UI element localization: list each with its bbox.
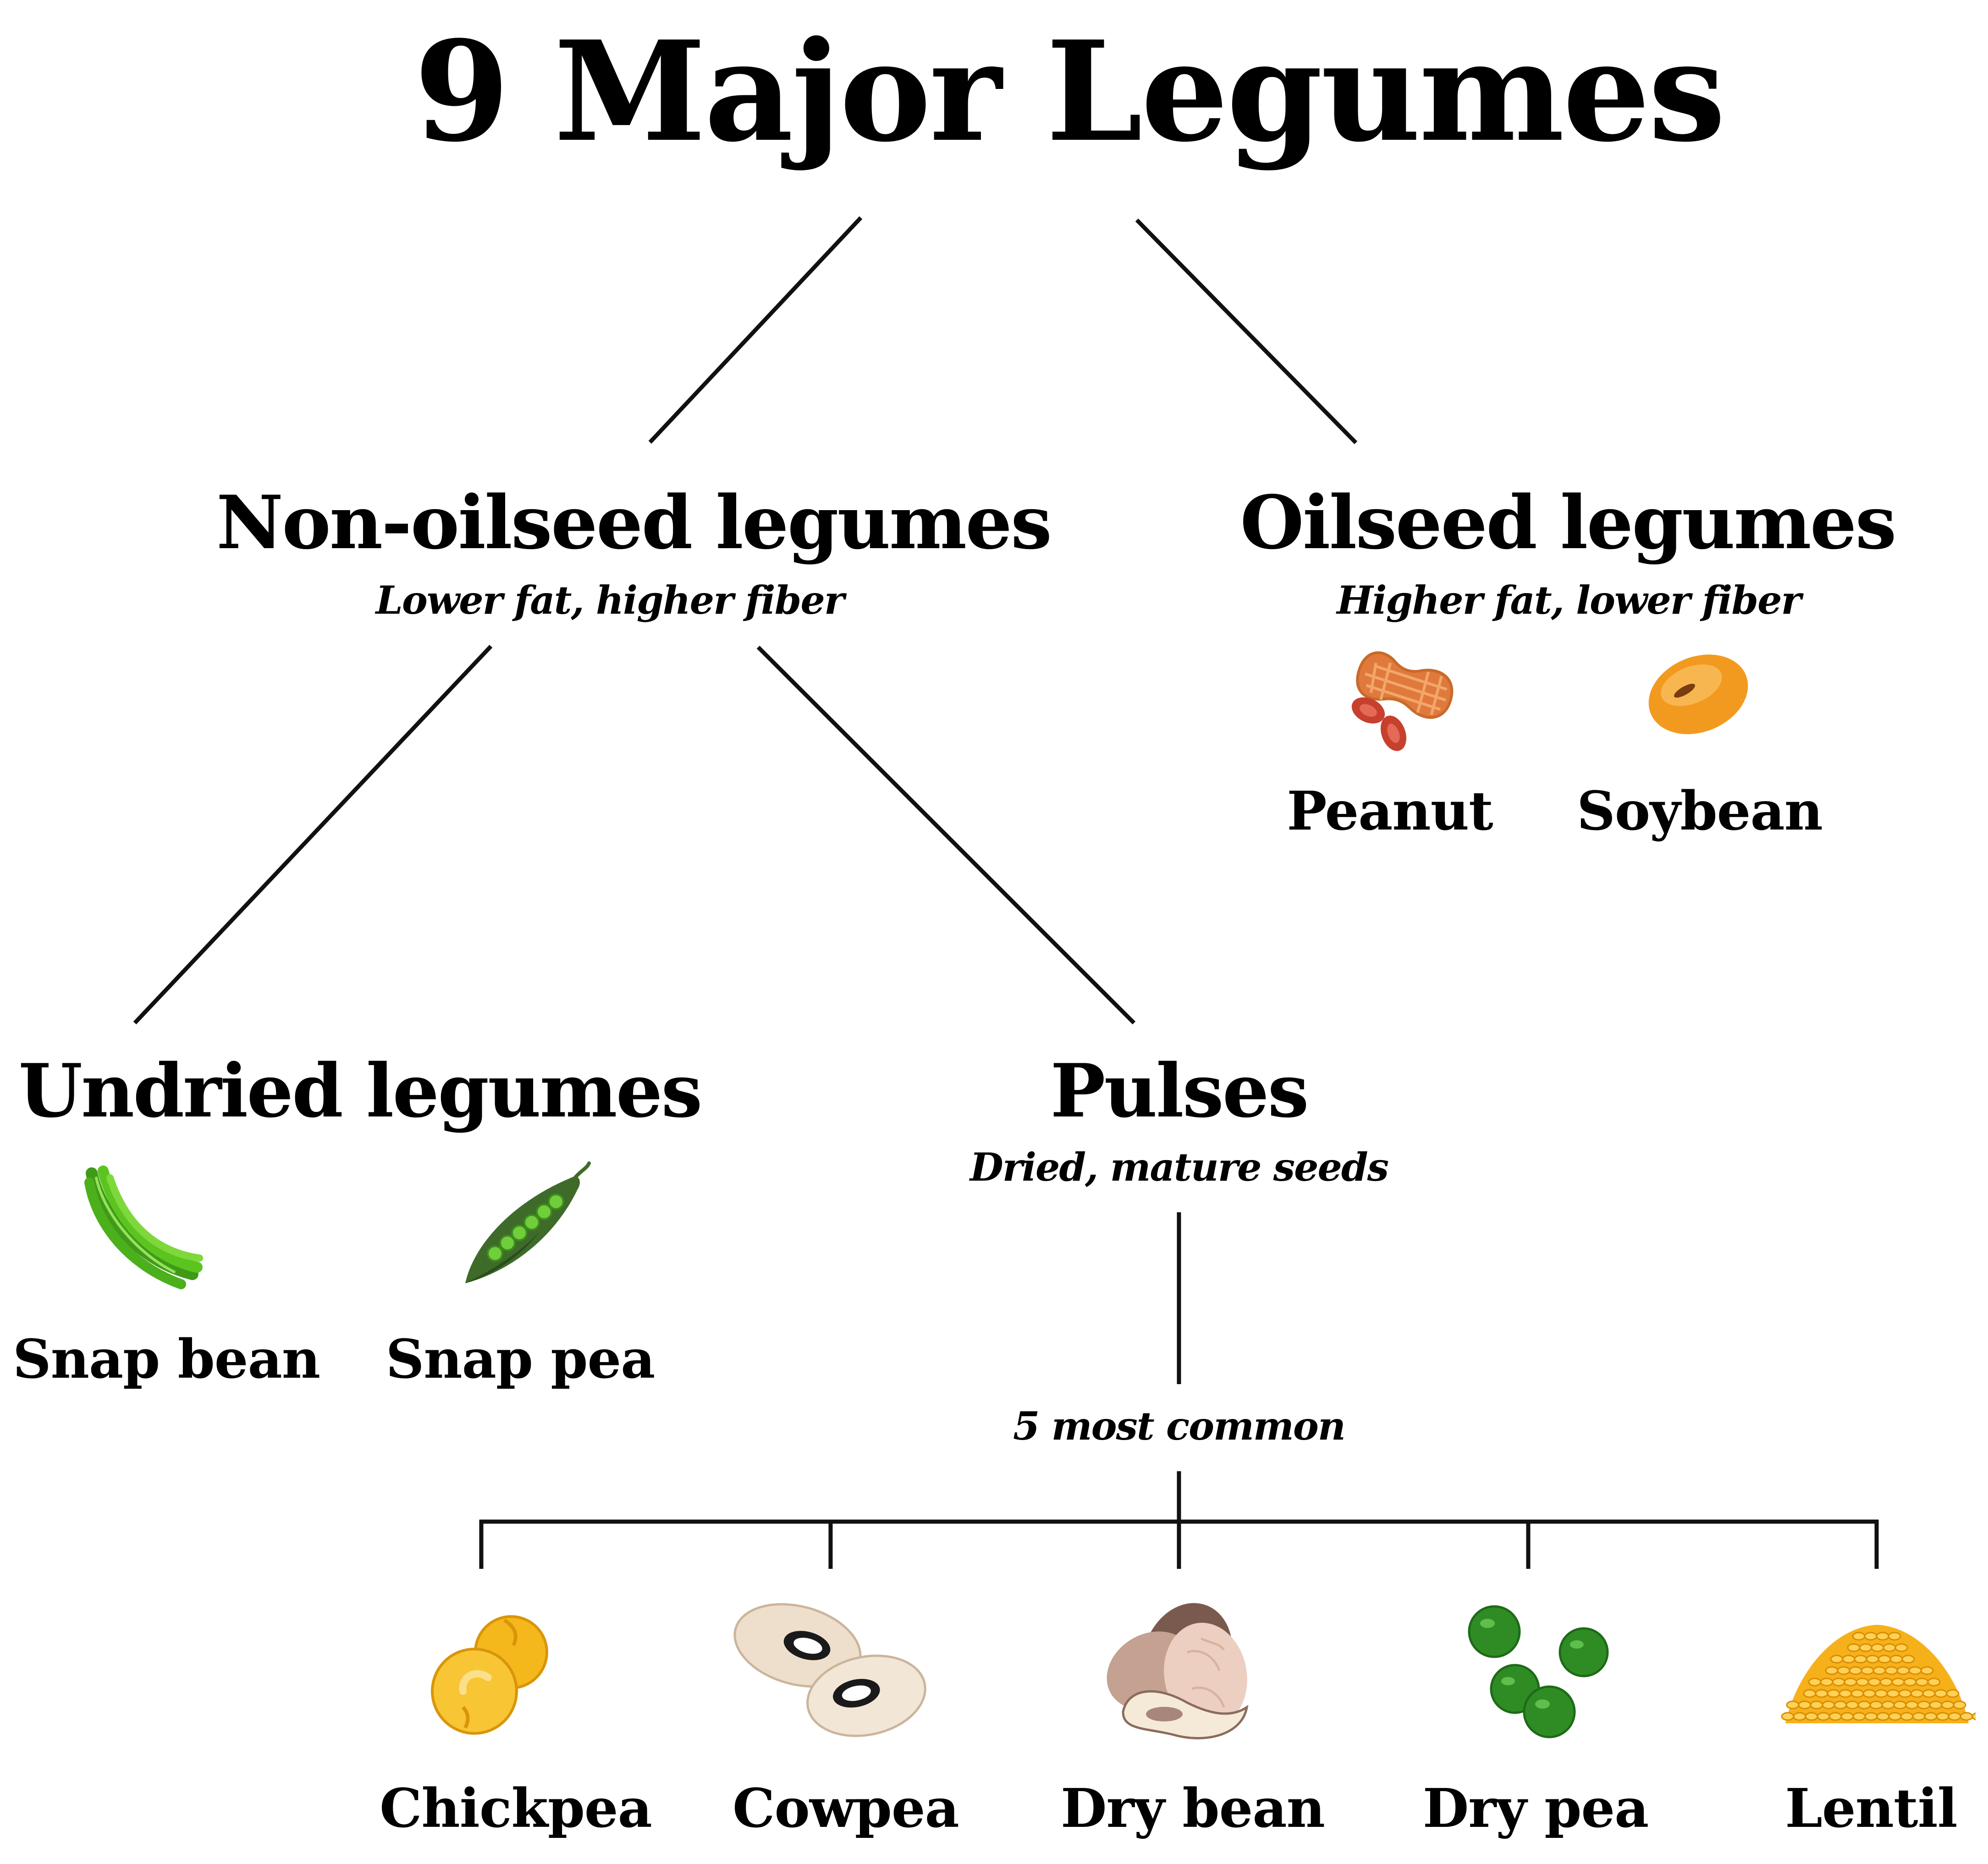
dry-bean-label: Dry bean	[1061, 1777, 1325, 1840]
pulses-heading: Pulses	[1050, 1048, 1309, 1134]
chickpea-label: Chickpea	[380, 1777, 652, 1840]
snap-pea-label: Snap pea	[385, 1328, 655, 1391]
dry-pea-icon	[1468, 1605, 1609, 1738]
non-oilseed-heading: Non-oilseed legumes	[216, 479, 1052, 566]
pulses-common-note: 5 most common	[1013, 1403, 1346, 1449]
lentil-icon	[1781, 1625, 1976, 1723]
oilseed-note: Higher fat, lower fiber	[1337, 577, 1801, 623]
non-oilseed-note: Lower fat, higher fiber	[375, 577, 844, 623]
snap-bean-label: Snap bean	[12, 1328, 320, 1391]
chickpea-icon	[431, 1615, 548, 1735]
non-oilseed-to-undried-line	[133, 644, 493, 1025]
snap-bean-icon	[84, 1166, 203, 1289]
peanut-label: Peanut	[1287, 780, 1493, 842]
diagram-title: 9 Major Legumes	[414, 11, 1726, 172]
soybean-label: Soybean	[1577, 780, 1823, 842]
soybean-icon	[1648, 654, 1748, 734]
snap-pea-icon	[465, 1161, 591, 1283]
dry-bean-icon	[1107, 1603, 1249, 1739]
cowpea-label: Cowpea	[732, 1777, 959, 1840]
lentil-label: Lentil	[1785, 1777, 1957, 1840]
undried-heading: Undried legumes	[18, 1048, 702, 1134]
oilseed-heading: Oilseed legumes	[1240, 479, 1896, 566]
pulses-note: Dried, mature seeds	[969, 1144, 1389, 1190]
cowpea-icon	[733, 1603, 926, 1737]
dry-pea-label: Dry pea	[1422, 1777, 1649, 1840]
title-to-oilseed-line	[1135, 218, 1358, 445]
peanut-icon	[1351, 651, 1454, 751]
non-oilseed-to-pulses-line	[756, 645, 1136, 1025]
title-to-non-oilseed-line	[648, 216, 863, 444]
